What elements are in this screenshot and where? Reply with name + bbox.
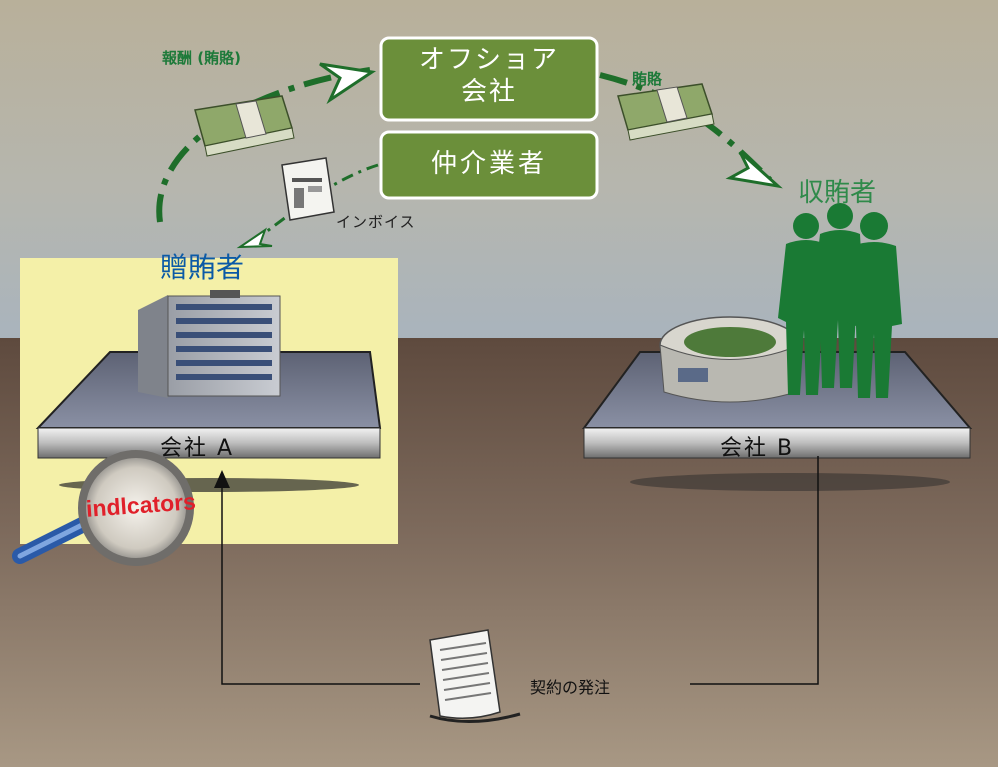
company-a-label: 会社 A <box>160 436 235 461</box>
money-stack-icon <box>617 83 715 141</box>
office-building-icon <box>138 290 281 398</box>
company-b-label: 会社 B <box>720 436 795 461</box>
bribe-label: 賄賂 <box>632 70 663 88</box>
contract-arrowhead-icon <box>214 470 230 488</box>
invoice-icon <box>281 157 335 221</box>
bribee-label: 収賄者 <box>798 178 877 208</box>
magnifier-icon <box>12 450 194 566</box>
contract-document-icon <box>429 629 521 723</box>
invoice-label: インボイス <box>336 213 416 231</box>
money-stack-icon <box>194 95 295 157</box>
offshore-company-box <box>379 36 599 122</box>
businessmen-silhouette-icon <box>778 203 902 398</box>
intermediary-label: 仲介業者 <box>430 149 547 179</box>
intermediary-box <box>379 130 599 200</box>
reward-bribe-label: 報酬 (賄賂) <box>162 49 241 67</box>
reward-arrowhead-icon <box>319 62 377 105</box>
briber-label: 贈賄者 <box>160 251 245 284</box>
contract-line-right <box>690 456 819 685</box>
invoice-arrowhead-icon <box>236 227 273 249</box>
stadium-icon <box>659 316 801 403</box>
contract-line-left <box>221 478 420 685</box>
bribe-arrowhead-icon <box>725 150 783 189</box>
contract-order-label: 契約の発注 <box>530 678 611 697</box>
offshore-company-label: オフショア 会社 <box>418 45 559 107</box>
